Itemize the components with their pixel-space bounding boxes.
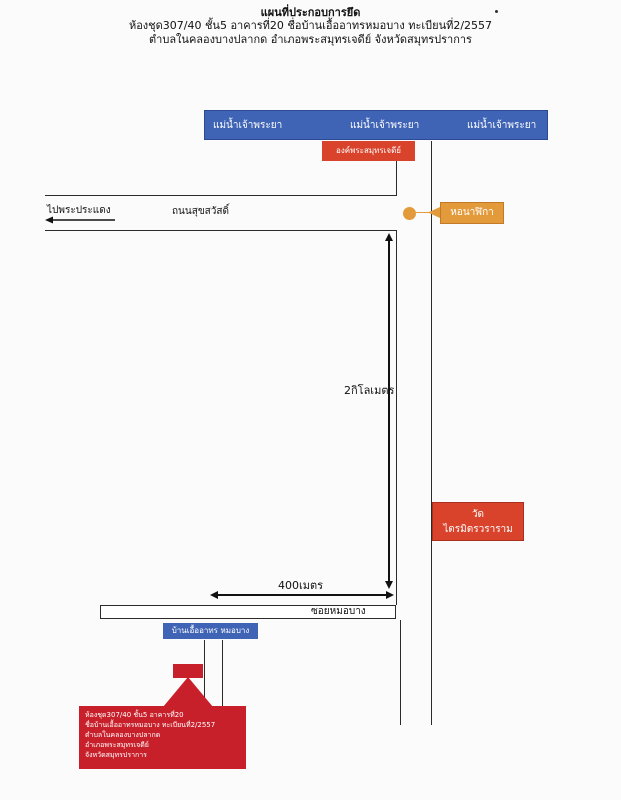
pagoda-road-top — [396, 161, 397, 196]
map-subtitle-unit: ห้องชุด307/40 ชั้น5 อาคารที่20 ชื่อบ้านเ… — [128, 19, 493, 32]
vertical-road-east-edge — [431, 141, 432, 725]
temple-label-name: ไตรมิตรวราราม — [443, 524, 513, 535]
property-pointer-icon — [163, 677, 213, 707]
main-road-top-edge — [45, 195, 396, 196]
river-label-center: แม่น้ำเจ้าพระยา — [350, 120, 420, 131]
soi-mobang-road — [100, 605, 396, 619]
property-province: จังหวัดสมุทรปราการ — [85, 751, 147, 759]
property-district: อำเภอพระสมุทรเจดีย์ — [85, 741, 149, 749]
property-unit: ห้องชุด307/40 ชั้น5 อาคารที่20 — [85, 711, 184, 719]
lighthouse-pointer-icon — [428, 207, 440, 218]
side-road-east-edge — [222, 640, 223, 740]
main-road-label: ถนนสุขสวัสดิ์ — [172, 206, 229, 217]
property-project: ชื่อบ้านเอื้ออาทรหมอบาง ทะเบียนที่2/2557 — [85, 721, 216, 729]
horizontal-distance-arrow — [210, 591, 394, 599]
river-label-right: แม่น้ำเจ้าพระยา — [467, 120, 537, 131]
landmark-pagoda: องค์พระสมุทรเจดีย์ — [322, 141, 415, 161]
direction-label: ไปพระประแดง — [47, 205, 111, 216]
speck-mark — [495, 10, 498, 13]
left-arrow-icon — [45, 216, 115, 224]
temple-label-prefix: วัด — [471, 509, 485, 520]
chao-phraya-river: แม่น้ำเจ้าพระยา แม่น้ำเจ้าพระยา แม่น้ำเจ… — [204, 110, 548, 140]
property-subdistrict: ตำบลในคลองบางปลากด — [85, 731, 161, 739]
horizontal-distance-label: 400เมตร — [278, 579, 324, 592]
housing-project-label: บ้านเอื้ออาทร หมอบาง — [163, 623, 258, 639]
property-marker-icon — [173, 664, 203, 678]
vertical-distance-arrow — [385, 233, 393, 589]
landmark-temple: วัด ไตรมิตรวราราม — [432, 502, 524, 541]
main-road-bottom-edge — [45, 230, 396, 231]
map-subtitle-location: ตำบลในคลองบางปลากด อำเภอพระสมุทรเจดีย์ จ… — [149, 33, 472, 46]
soi-mobang-label: ซอยหมอบาง — [311, 606, 366, 617]
property-info-box: ห้องชุด307/40 ชั้น5 อาคารที่20 ชื่อบ้านเ… — [79, 706, 246, 769]
map-title: แผนที่ประกอบการยึด — [260, 6, 361, 19]
lighthouse-marker-icon — [403, 207, 416, 220]
vertical-road-west-edge-lower — [400, 620, 401, 725]
vertical-road-west-edge — [396, 230, 397, 605]
side-road-west-edge — [204, 640, 205, 740]
river-label-left: แม่น้ำเจ้าพระยา — [213, 120, 283, 131]
vertical-distance-label: 2กิโลเมตร — [344, 384, 395, 397]
landmark-lighthouse: หอนาฬิกา — [440, 202, 504, 224]
